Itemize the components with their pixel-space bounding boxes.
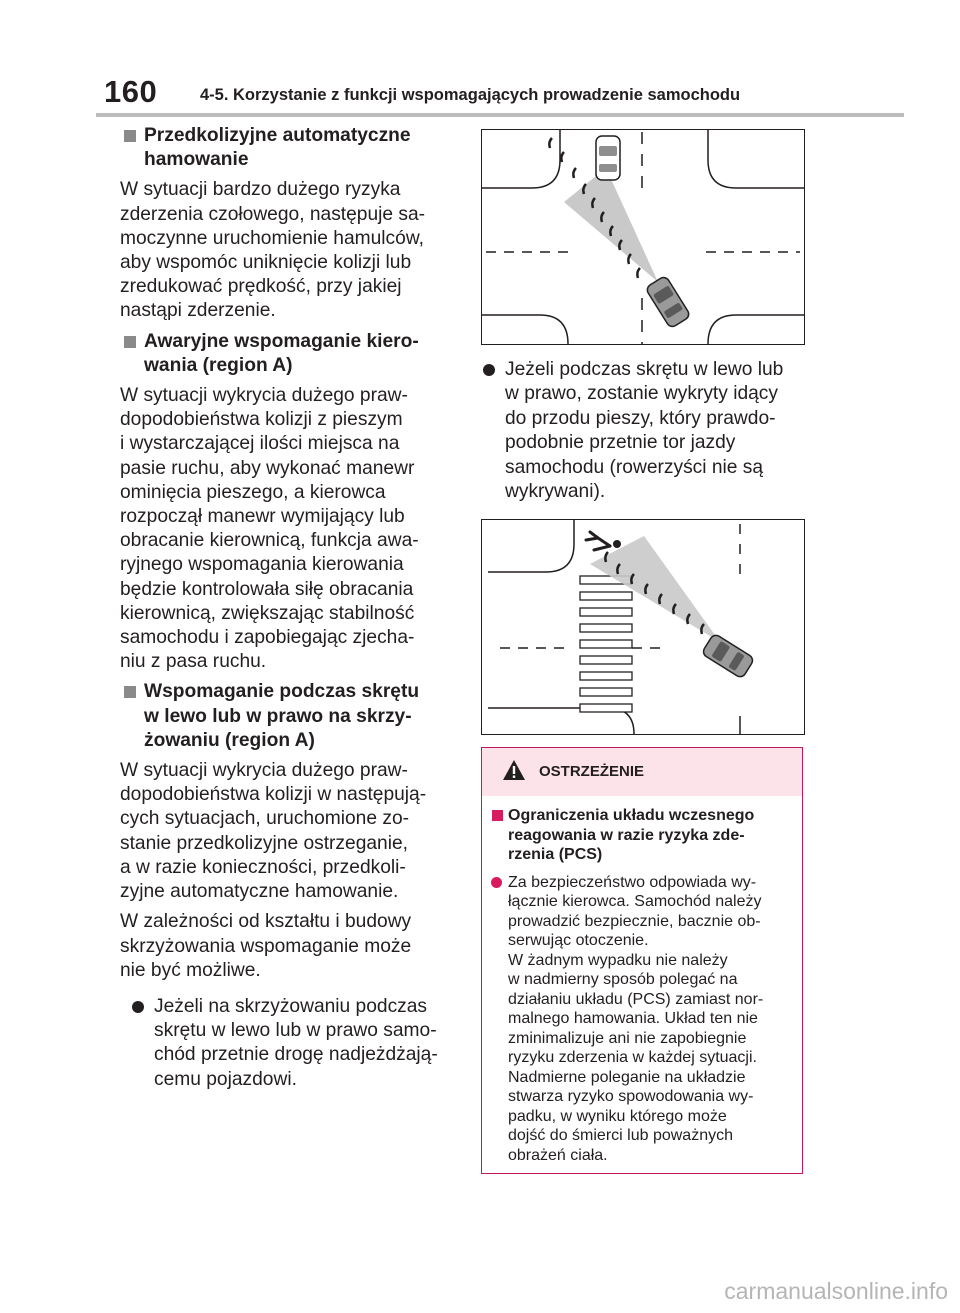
illustration-intersection-pedestrian xyxy=(481,519,805,735)
warning-bullet: Za bezpieczeństwo odpowiada wy- łącznie … xyxy=(490,873,792,1166)
left-column: Przedkolizyjne automatyczne hamowanie W … xyxy=(120,124,460,1092)
warning-header: OSTRZEŻENIE xyxy=(482,748,802,796)
bullet-item: Jeżeli na skrzyżowaniu podczas skrętu w … xyxy=(120,995,460,1092)
square-bullet-icon xyxy=(124,686,136,699)
warning-subheading: Ograniczenia układu wczesnego reagowania… xyxy=(490,806,792,865)
paragraph: W zależności od kształtu i budowy skrzyż… xyxy=(120,911,412,981)
section-heading-pcs-braking: Przedkolizyjne automatyczne hamowanie xyxy=(120,124,460,172)
chapter-title: 4-5. Korzystanie z funkcji wspomagającyc… xyxy=(200,86,741,104)
square-bullet-icon xyxy=(124,130,136,142)
watermark: carmanualsonline.info xyxy=(724,1278,948,1304)
warning-title: OSTRZEŻENIE xyxy=(539,763,645,780)
page-number: 160 xyxy=(104,74,158,109)
header-divider xyxy=(96,113,904,117)
square-bullet-icon xyxy=(492,810,503,821)
warning-box: OSTRZEŻENIE Ograniczenia układu wczesneg… xyxy=(481,747,803,1174)
section-heading-turn-assist: Wspomaganie podczas skrętu w lewo lub w … xyxy=(120,680,460,753)
round-bullet-icon xyxy=(132,1000,144,1013)
round-bullet-icon xyxy=(491,876,502,888)
warning-body: Ograniczenia układu wczesnego reagowania… xyxy=(482,796,802,1165)
square-bullet-icon xyxy=(124,335,136,348)
paragraph: W sytuacji wykrycia dużego praw- dopodob… xyxy=(120,385,419,673)
round-bullet-icon xyxy=(483,364,495,376)
paragraph: W sytuacji bardzo dużego ryzyka zderzeni… xyxy=(120,179,426,322)
section-heading-emergency-steering: Awaryjne wspomaganie kiero- wania (regio… xyxy=(120,330,460,378)
bullet-item-pedestrian: Jeżeli podczas skrętu w lewo lub w prawo… xyxy=(481,358,811,504)
warning-triangle-icon xyxy=(503,760,525,780)
paragraph: W sytuacji wykrycia dużego praw- dopodob… xyxy=(120,760,427,903)
illustration-intersection-vehicle xyxy=(481,129,805,345)
